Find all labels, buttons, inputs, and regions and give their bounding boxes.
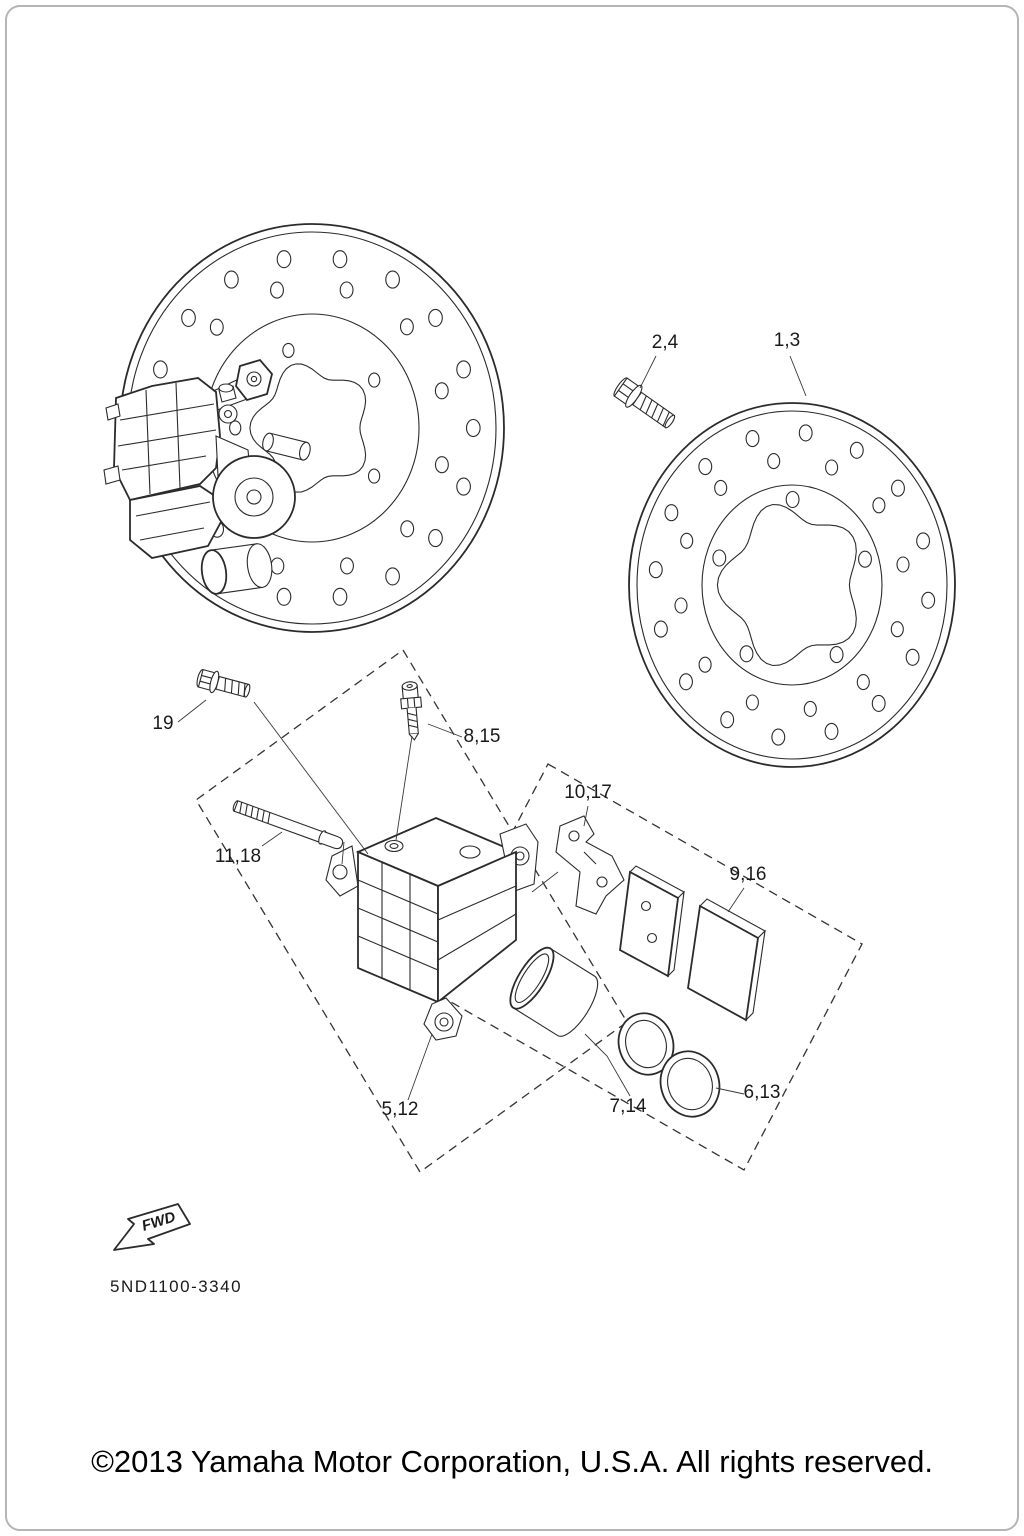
diagram-code: 5ND1100-3340 xyxy=(110,1277,242,1296)
disc-mounting-bolt xyxy=(613,377,676,429)
part-label-7-14: 7,14 xyxy=(610,1096,647,1117)
part-label-1-3: 1,3 xyxy=(774,330,800,351)
caliper-mount-bolt xyxy=(196,668,251,698)
leader-lines xyxy=(177,355,807,1101)
brake-pads xyxy=(619,865,766,1022)
exploded-group-outline-right xyxy=(429,763,863,1171)
caliper-body-part xyxy=(325,817,539,1041)
front-caliper-assembly xyxy=(103,358,311,595)
part-label-6-13: 6,13 xyxy=(744,1082,781,1103)
part-label-11-18: 11,18 xyxy=(215,846,261,867)
part-label-8-15: 8,15 xyxy=(464,726,501,747)
part-label-19: 19 xyxy=(152,713,173,734)
caliper-piston xyxy=(509,946,599,1037)
page-border xyxy=(5,5,1019,1531)
caliper-slide-pin xyxy=(232,800,344,850)
brake-disc-part xyxy=(628,402,956,768)
pad-retainer xyxy=(555,815,625,915)
caliper-slide-boot xyxy=(200,543,273,595)
copyright-text: ©2013 Yamaha Motor Corporation, U.S.A. A… xyxy=(91,1444,933,1479)
disc-drilled-holes xyxy=(648,424,936,746)
part-label-2-4: 2,4 xyxy=(652,332,679,353)
slide-pin-installed xyxy=(262,432,311,461)
disc-center-opening xyxy=(249,363,367,493)
fwd-arrow: FWD xyxy=(113,1203,191,1251)
part-label-9-16: 9,16 xyxy=(730,864,767,885)
piston-seals xyxy=(617,1012,721,1118)
part-label-5-12: 5,12 xyxy=(382,1099,419,1120)
part-label-10-17: 10,17 xyxy=(564,782,612,803)
bleed-screw xyxy=(400,681,423,741)
exploded-group-outline-left xyxy=(195,649,628,1173)
disc-center-opening xyxy=(716,503,857,667)
